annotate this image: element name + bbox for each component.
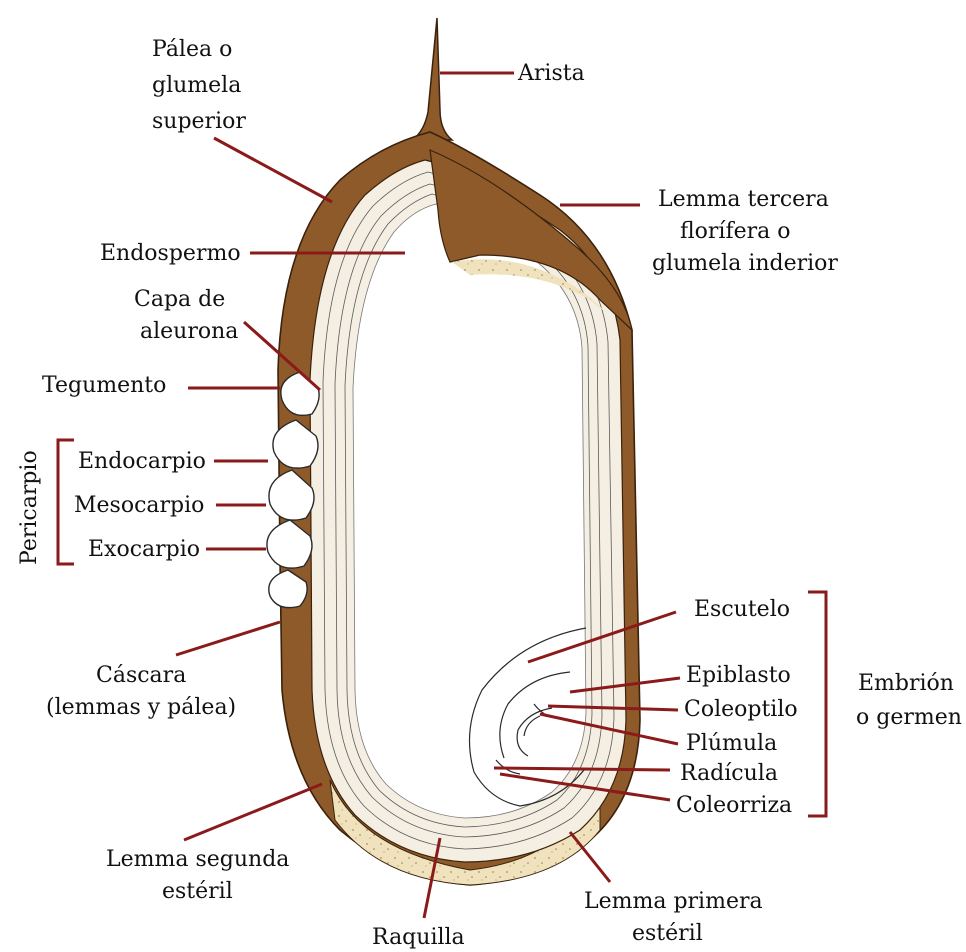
- label-pericarpio: Pericarpio: [17, 450, 42, 565]
- label-lemma-tercera-1: Lemma tercera: [658, 187, 829, 212]
- label-epiblasto: Epiblasto: [686, 663, 791, 688]
- leader-palea: [214, 138, 332, 202]
- label-cascara-1: Cáscara: [96, 663, 186, 688]
- label-lemma-primera-1: Lemma primera: [584, 889, 763, 914]
- label-lemma-tercera-2: florífera o: [680, 219, 791, 244]
- label-arista: Arista: [517, 61, 585, 86]
- label-cascara-2: (lemmas y pálea): [46, 695, 236, 720]
- label-mesocarpio: Mesocarpio: [74, 493, 204, 518]
- leader-radicula: [494, 768, 670, 770]
- label-capa-1: Capa de: [134, 287, 225, 312]
- label-radicula: Radícula: [680, 761, 778, 786]
- label-embrion-2: o germen: [856, 705, 962, 730]
- label-coleoptilo: Coleoptilo: [684, 697, 798, 722]
- embrion-bracket: [808, 592, 826, 816]
- label-palea-1: Pálea o: [152, 37, 232, 62]
- label-tegumento: Tegumento: [42, 373, 166, 398]
- label-plumula: Plúmula: [686, 731, 777, 756]
- arista-shape: [412, 18, 452, 140]
- label-endocarpio: Endocarpio: [78, 449, 206, 474]
- label-coleorriza: Coleorriza: [676, 793, 792, 818]
- label-embrion-1: Embrión: [858, 671, 954, 696]
- grain-drawing: [267, 18, 640, 885]
- label-palea-3: superior: [152, 109, 246, 134]
- leader-lemma-segunda: [184, 784, 322, 840]
- endospermo-shape: [353, 204, 586, 818]
- label-lemma-primera-2: estéril: [632, 921, 703, 946]
- pericarpio-bracket: [58, 440, 74, 564]
- label-lemma-segunda-1: Lemma segunda: [106, 847, 289, 872]
- label-exocarpio: Exocarpio: [88, 537, 200, 562]
- leader-cascara: [176, 622, 280, 655]
- label-palea-2: glumela: [152, 73, 241, 98]
- label-lemma-tercera-3: glumela inderior: [652, 251, 838, 276]
- label-escutelo: Escutelo: [694, 597, 790, 622]
- label-raquilla: Raquilla: [372, 925, 465, 950]
- label-lemma-segunda-2: estéril: [162, 879, 233, 904]
- label-capa-2: aleurona: [140, 319, 238, 344]
- label-endospermo: Endospermo: [100, 241, 241, 266]
